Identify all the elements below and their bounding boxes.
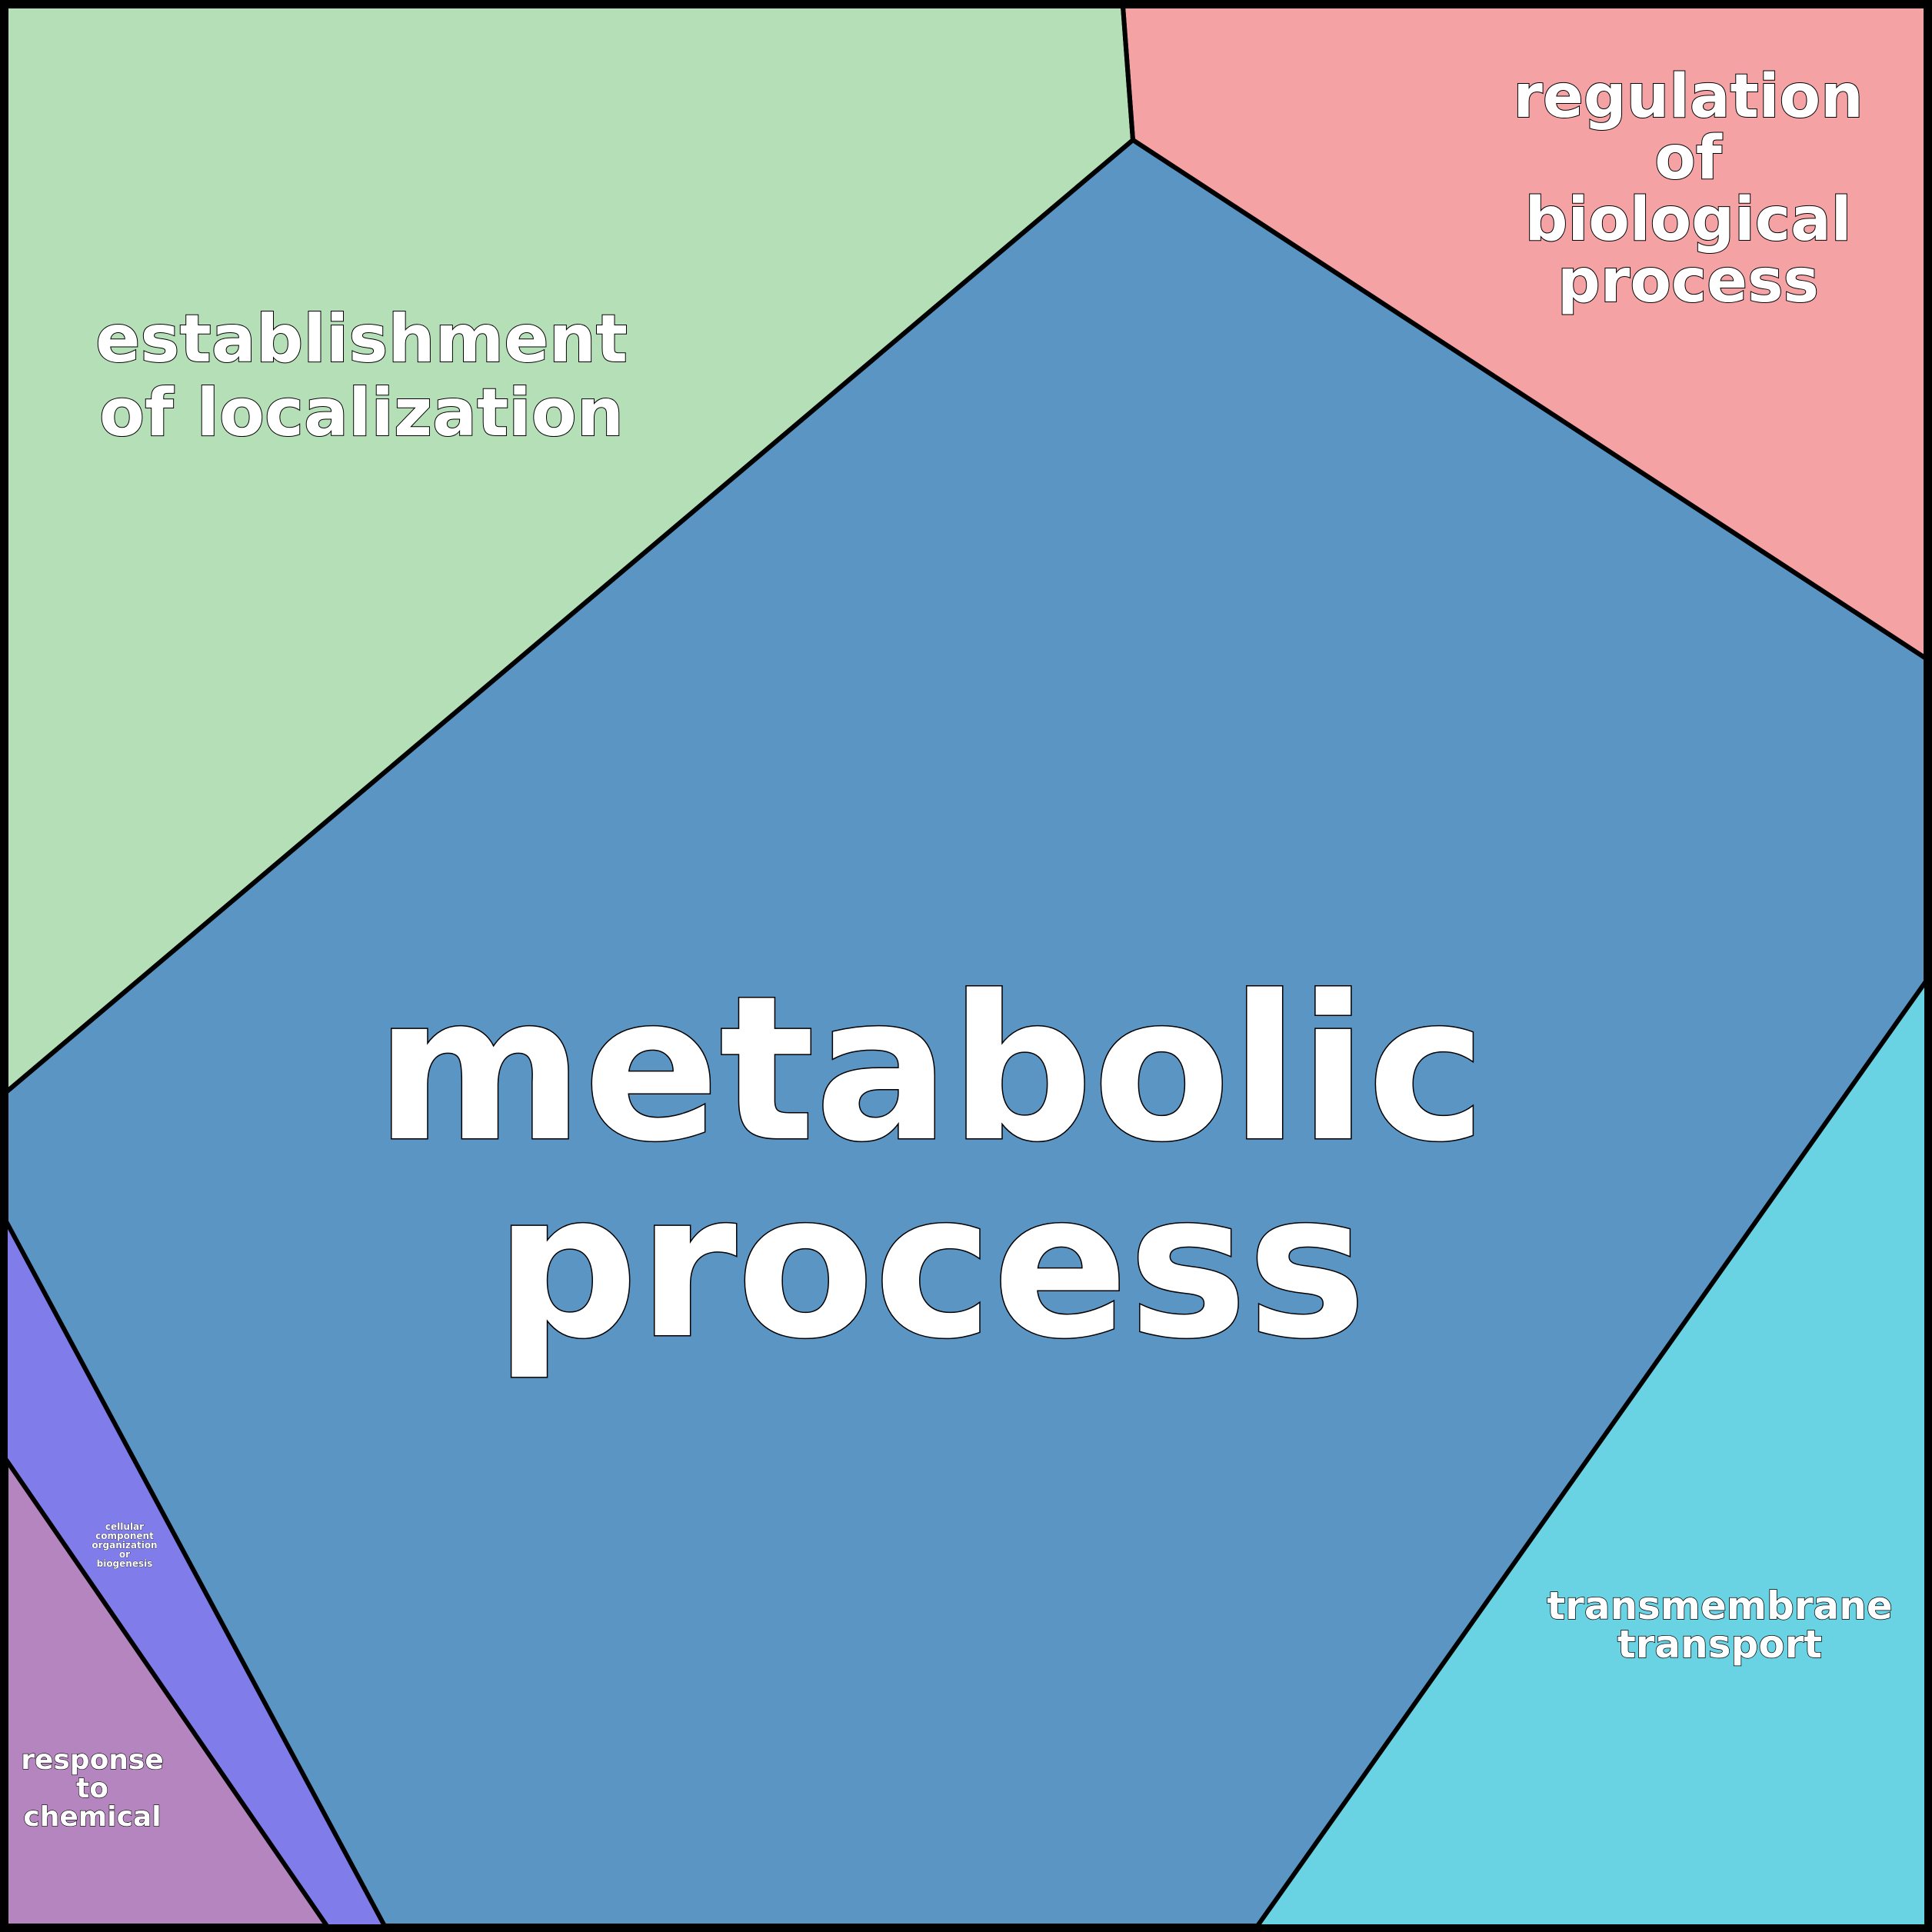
cell-metabolic bbox=[6, 140, 1926, 1926]
label-line: component bbox=[95, 1531, 154, 1541]
label-line: establishment bbox=[95, 301, 628, 378]
label-line: process bbox=[495, 1151, 1367, 1383]
label-line: process bbox=[1557, 247, 1819, 316]
label-line: biological bbox=[1525, 185, 1852, 255]
label-line: response bbox=[21, 1744, 164, 1776]
label-line: biogenesis bbox=[97, 1558, 153, 1569]
label-line: to bbox=[76, 1773, 108, 1804]
cell-establishment bbox=[6, 6, 1133, 1092]
label-line: regulation bbox=[1513, 62, 1863, 132]
label-line: of bbox=[1654, 124, 1723, 193]
label-line: organization bbox=[92, 1540, 157, 1551]
label-line: cellular bbox=[105, 1521, 144, 1532]
label-line: metabolic bbox=[375, 954, 1486, 1186]
label-line: transport bbox=[1617, 1622, 1822, 1667]
label-line: or bbox=[119, 1549, 130, 1560]
label-line: of localization bbox=[99, 375, 624, 451]
label-line: chemical bbox=[23, 1801, 161, 1833]
label-line: transmembrane bbox=[1547, 1584, 1892, 1628]
cell-regulation bbox=[1123, 6, 1926, 658]
